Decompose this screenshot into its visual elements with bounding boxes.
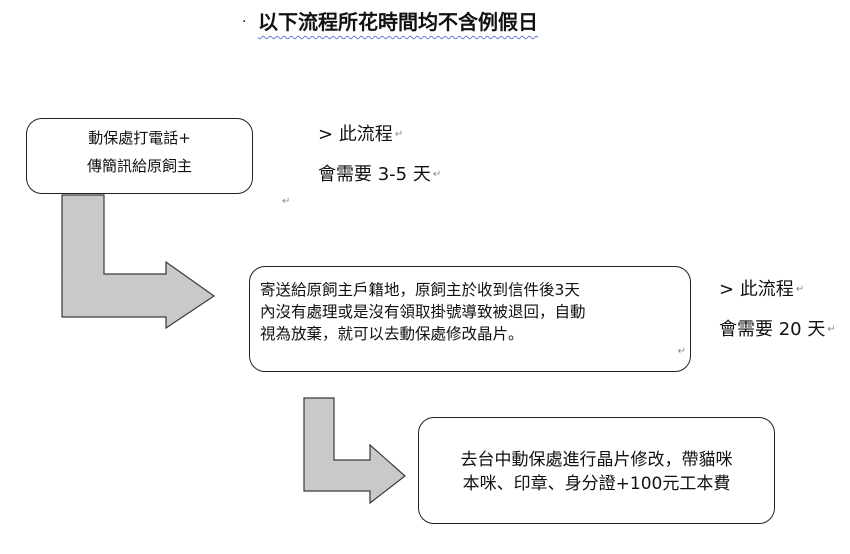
- step2-duration-note: > 此流程↵ 會需要 20 天↵: [719, 277, 836, 343]
- note1-line2: 會需要 3-5 天: [318, 164, 431, 185]
- step3-line2: 本咪、印章、身分證+100元工本費: [462, 474, 731, 494]
- page-title: 以下流程所花時間均不含例假日: [258, 10, 538, 34]
- note2-line2: 會需要 20 天: [719, 319, 826, 340]
- paragraph-mark: ↵: [282, 196, 291, 207]
- step3-line1: 去台中動保處進行晶片修改，帶貓咪: [460, 450, 733, 470]
- step2-line1: 寄送給原飼主戶籍地，原飼主於收到信件後3天: [260, 281, 580, 299]
- note2-line1: > 此流程: [719, 279, 794, 300]
- step3-box: 去台中動保處進行晶片修改，帶貓咪 本咪、印章、身分證+100元工本費: [418, 417, 775, 524]
- step1-box: 動保處打電話+ 傳簡訊給原飼主: [26, 118, 253, 194]
- step1-line2: 傳簡訊給原飼主: [86, 157, 192, 175]
- step2-box: 寄送給原飼主戶籍地，原飼主於收到信件後3天 內沒有處理或是沒有領取掛號導致被退回…: [249, 266, 691, 372]
- step2-line2: 內沒有處理或是沒有領取掛號導致被退回，自動: [260, 303, 586, 321]
- paragraph-mark: ↵: [827, 324, 836, 335]
- title-bullet: ·: [242, 14, 247, 30]
- paragraph-mark: ↵: [677, 346, 686, 357]
- step1-duration-note: > 此流程↵ 會需要 3-5 天↵: [318, 122, 441, 188]
- note1-line1: > 此流程: [318, 124, 393, 145]
- paragraph-mark: ↵: [795, 284, 805, 295]
- paragraph-mark: ↵: [432, 169, 442, 180]
- step2-line3: 視為放棄，就可以去動保處修改晶片。: [260, 325, 524, 343]
- arrow-1: [61, 194, 216, 330]
- paragraph-mark: ↵: [394, 129, 404, 140]
- arrow-2: [303, 397, 406, 505]
- step1-line1: 動保處打電話+: [88, 129, 191, 147]
